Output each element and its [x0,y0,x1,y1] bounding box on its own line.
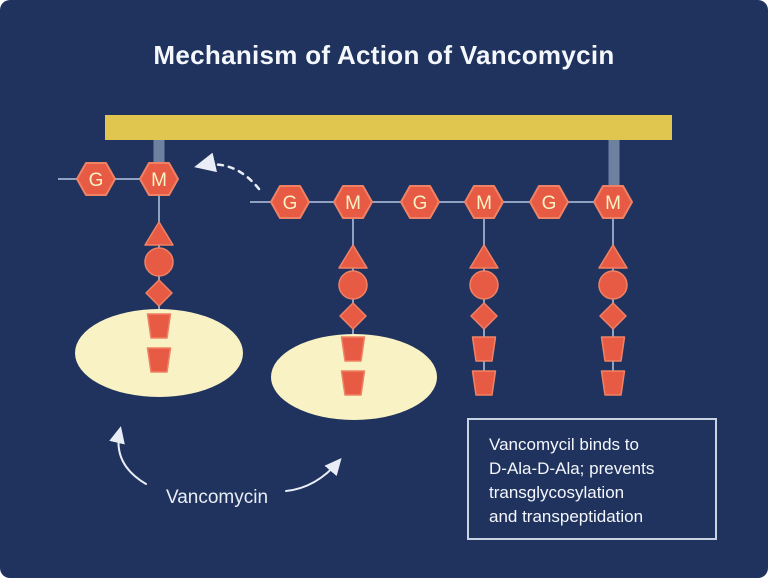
sugar-letter: M [476,193,492,214]
sugar-letter: G [542,193,557,214]
circle-icon [338,270,368,300]
nag-hexagon: G [400,185,440,219]
sugar-letter: G [89,170,104,191]
circle-icon [144,247,174,277]
info-line: and transpeptidation [489,507,644,526]
nam-hexagon: M [464,185,504,219]
info-line: Vancomycil binds to [489,435,639,454]
info-line: D-Ala-D-Ala; prevents [489,459,655,478]
diamond-icon [599,302,627,330]
circle-icon [598,270,628,300]
nag-hexagon: G [529,185,569,219]
triangle-icon [469,244,499,269]
sugar-letter: G [283,193,298,214]
triangle-icon [338,244,368,269]
sugar-letter: M [151,170,167,191]
sugar-letter: M [605,193,621,214]
d-ala-icon [600,336,626,362]
peptide-chain [144,221,174,373]
sugar-letter: M [345,193,361,214]
blocked-transglycosylation-arrow-icon [194,152,261,191]
d-ala-icon [471,336,497,362]
d-ala-icon [146,313,172,339]
vancomycin-pointer-arrow-right-icon [285,457,342,492]
diamond-icon [470,302,498,330]
circle-icon [469,270,499,300]
peptide-chain [338,244,368,396]
d-ala-icon [340,370,366,396]
page-title: Mechanism of Action of Vancomycin [153,40,615,70]
triangle-icon [144,221,174,246]
info-line: transglycosylation [489,483,625,502]
nam-hexagon: M [333,185,373,219]
cell-wall-bar [105,115,672,140]
triangle-icon [598,244,628,269]
peptide-chain [469,244,499,396]
d-ala-icon [340,336,366,362]
nam-hexagon: M [593,185,633,219]
nam-hexagon: M [139,162,179,196]
d-ala-icon [471,370,497,396]
vancomycin-label: Vancomycin [165,487,269,508]
vancomycin-pointer-arrow-left-icon [109,426,147,485]
mechanism-info-box: Vancomycil binds to D-Ala-D-Ala; prevent… [467,418,717,540]
diamond-icon [339,302,367,330]
nag-hexagon: G [270,185,310,219]
sugar-letter: G [413,193,428,214]
peptide-chain [598,244,628,396]
d-ala-icon [600,370,626,396]
nag-hexagon: G [76,162,116,196]
diamond-icon [145,279,173,307]
d-ala-icon [146,347,172,373]
